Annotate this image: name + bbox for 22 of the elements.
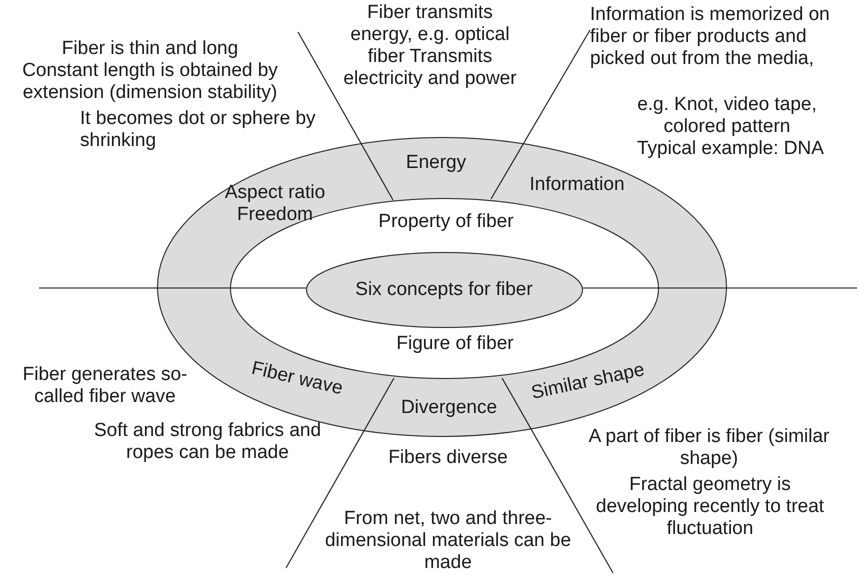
sector-label: Aspect ratio Freedom: [224, 182, 326, 226]
center-label: Six concepts for fiber: [354, 279, 534, 301]
sector-label: Energy: [404, 152, 468, 174]
description-text: Fiber is thin and long: [60, 38, 240, 60]
description-text: A part of fiber is fiber (similar shape): [588, 426, 830, 470]
description-text: Fiber transmits energy, e.g. optical fiber Transmits electricity and power: [342, 2, 518, 90]
description-text: Constant length is obtained by extension (dimension stability): [21, 60, 279, 104]
sector-label: Similar shape: [528, 358, 648, 406]
ring-label: Property of fiber: [377, 211, 515, 233]
description-text: It becomes dot or sphere by shrinking: [80, 108, 317, 152]
description-text: From net, two and three-dimensional materials can be made: [324, 508, 572, 574]
description-text: Soft and strong fabrics and ropes can be made: [92, 420, 322, 464]
ring-label: Figure of fiber: [395, 333, 515, 355]
sector-label: Divergence: [400, 397, 498, 419]
description-text: e.g. Knot, video tape, colored pattern: [636, 94, 818, 138]
sector-label: Fiber wave: [248, 356, 346, 402]
sector-label: Information: [528, 174, 626, 196]
description-text: Information is memorized on fiber or fiber products and picked out from the media,: [590, 4, 831, 70]
description-text: Fiber generates so-called fiber wave: [22, 364, 188, 408]
description-text: Fractal geometry is developing recently to treat fluctuation: [594, 474, 826, 540]
description-text: Fibers diverse: [387, 447, 509, 469]
description-text: Typical example: DNA: [637, 138, 825, 160]
